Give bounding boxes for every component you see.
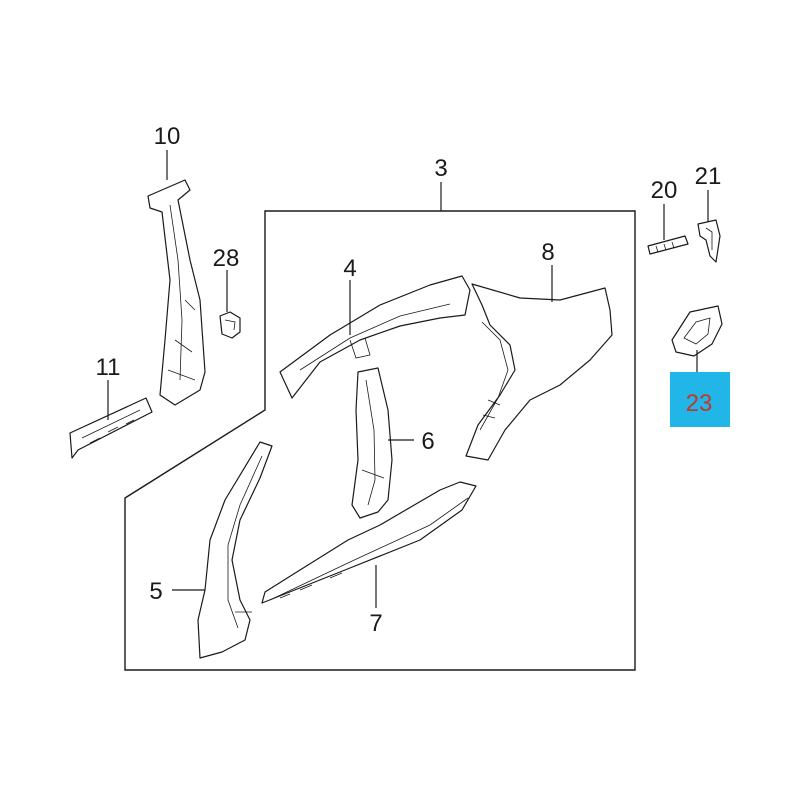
part-10-pillar xyxy=(147,179,206,406)
callout-23: 23 xyxy=(686,390,713,417)
callout-3: 3 xyxy=(434,155,447,182)
callout-7: 7 xyxy=(369,610,382,637)
part-28-clip xyxy=(219,311,241,339)
part-21-bracket xyxy=(697,219,721,263)
callout-6: 6 xyxy=(421,428,434,455)
part-5-a-pillar xyxy=(197,441,273,659)
callout-11: 11 xyxy=(96,354,121,381)
callout-28: 28 xyxy=(213,245,240,272)
callout-5: 5 xyxy=(149,578,162,605)
part-20-bolt xyxy=(647,235,689,255)
callout-8: 8 xyxy=(541,239,554,266)
part-23-plate xyxy=(671,305,723,357)
part-6-center-pillar xyxy=(351,367,393,519)
callout-21: 21 xyxy=(695,163,722,190)
assembly-frame xyxy=(124,210,636,671)
callout-20: 20 xyxy=(651,177,678,204)
callout-4: 4 xyxy=(343,255,356,282)
part-7-rocker xyxy=(261,481,477,604)
part-4-roof-rail xyxy=(279,275,471,399)
callout-10: 10 xyxy=(154,123,181,150)
part-8-quarter-panel xyxy=(465,283,613,461)
highlight-box-23 xyxy=(670,372,730,427)
part-11-sill xyxy=(69,397,153,459)
